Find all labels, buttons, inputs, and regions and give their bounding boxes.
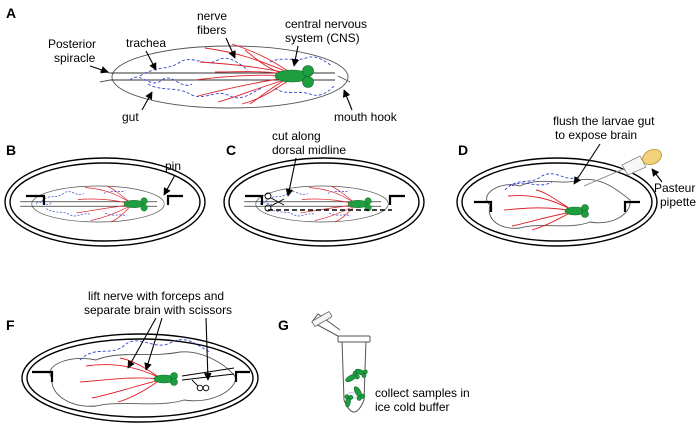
- petri-dish-inner: [26, 338, 254, 418]
- pin-left-icon: [474, 200, 493, 212]
- petri-dish-icon: [456, 157, 658, 247]
- panel-g-label: G: [278, 317, 289, 333]
- panel-f-label: F: [6, 317, 15, 333]
- opened-larva-outline: [486, 178, 631, 229]
- pin-right-icon: [166, 194, 183, 205]
- arrow-flush: [573, 143, 601, 185]
- petri-dish-inner: [228, 162, 420, 242]
- mouth-hook-shape: [337, 75, 351, 83]
- panel-b: B pin: [4, 142, 206, 247]
- label-collect-2: ice cold buffer: [375, 400, 450, 414]
- larva-icon: [243, 185, 389, 223]
- label-pipette-2: pipette: [660, 195, 696, 209]
- gut-loops-2: [511, 181, 553, 187]
- brain-icon: [153, 372, 178, 386]
- larva-diagram: [99, 43, 351, 109]
- petri-dish-inner: [461, 162, 653, 242]
- arrow-pipette: [651, 168, 663, 183]
- panel-c: C cut along dorsal midline: [223, 129, 425, 247]
- gut-loops: [79, 339, 211, 361]
- larva-icon: [19, 185, 165, 223]
- pin-right-icon: [388, 194, 405, 205]
- cns-brain-icon: [274, 65, 314, 88]
- petri-dish-icon: [4, 157, 206, 247]
- panel-g: G collect samples in ice cold buffer: [278, 311, 470, 414]
- nerve-fibers: [79, 357, 161, 403]
- arrow-posterior-spiracle: [89, 65, 109, 74]
- petri-dish-inner: [9, 162, 201, 242]
- pin-left-icon: [245, 194, 264, 205]
- panel-b-label: B: [6, 142, 16, 158]
- label-cns-2: system (CNS): [285, 31, 360, 45]
- label-nerve-fibers-1: nerve: [197, 9, 227, 23]
- arrow-mouth-hook: [342, 89, 353, 111]
- panel-f: F lift nerve with forceps and s: [6, 289, 259, 423]
- label-flush-2: to expose brain: [555, 128, 637, 142]
- brain-samples-icon: [344, 368, 368, 408]
- arrow-forceps-2: [144, 317, 163, 371]
- scissors-icon: [191, 379, 210, 392]
- arrow-trachea: [145, 50, 157, 71]
- pin-right-icon: [623, 200, 640, 212]
- label-lift-1: lift nerve with forceps and: [88, 289, 224, 303]
- label-cut-1: cut along: [272, 129, 321, 143]
- label-pipette-1: Pasteur: [654, 181, 695, 195]
- panel-c-label: C: [226, 142, 236, 158]
- label-lift-2: separate brain with scissors: [84, 303, 232, 317]
- label-mouth-hook: mouth hook: [334, 110, 398, 124]
- petri-dish-icon: [223, 157, 425, 247]
- arrow-gut: [141, 91, 153, 111]
- arrow-nerve-fibers: [225, 37, 236, 59]
- panel-a: A Posterior spiracle trachea nerve fiber…: [6, 5, 398, 124]
- arrow-scissors: [203, 317, 212, 381]
- panel-d-label: D: [458, 142, 468, 158]
- spiracle-tip: [99, 70, 111, 83]
- arrow-pin: [163, 174, 176, 196]
- arrow-cut: [285, 157, 297, 197]
- label-pin: pin: [165, 159, 181, 173]
- scissors-icon: [264, 192, 285, 212]
- label-posterior-spiracle-2: spiracle: [54, 51, 96, 65]
- pin-right-icon: [234, 370, 250, 382]
- pin-left-icon: [32, 370, 54, 382]
- arrow-forceps-1: [127, 317, 157, 369]
- panel-a-label: A: [6, 5, 16, 21]
- label-nerve-fibers-2: fibers: [197, 23, 226, 37]
- label-cns-1: central nervous: [285, 17, 367, 31]
- label-trachea: trachea: [126, 36, 166, 50]
- label-collect-1: collect samples in: [375, 386, 470, 400]
- petri-dish-icon: [21, 333, 259, 423]
- label-cut-2: dorsal midline: [272, 143, 346, 157]
- arrow-cns: [291, 45, 300, 67]
- label-flush-1: flush the larvae gut: [553, 114, 655, 128]
- label-posterior-spiracle-1: Posterior: [48, 37, 96, 51]
- gut-loops: [504, 173, 581, 191]
- pin-left-icon: [26, 194, 46, 205]
- label-gut: gut: [122, 110, 139, 124]
- brain-icon: [564, 204, 589, 218]
- pasteur-pipette-icon: [583, 148, 662, 187]
- nerve-fibers: [503, 189, 573, 231]
- panel-d: D flush the larvae gut to expose brain P…: [456, 114, 696, 247]
